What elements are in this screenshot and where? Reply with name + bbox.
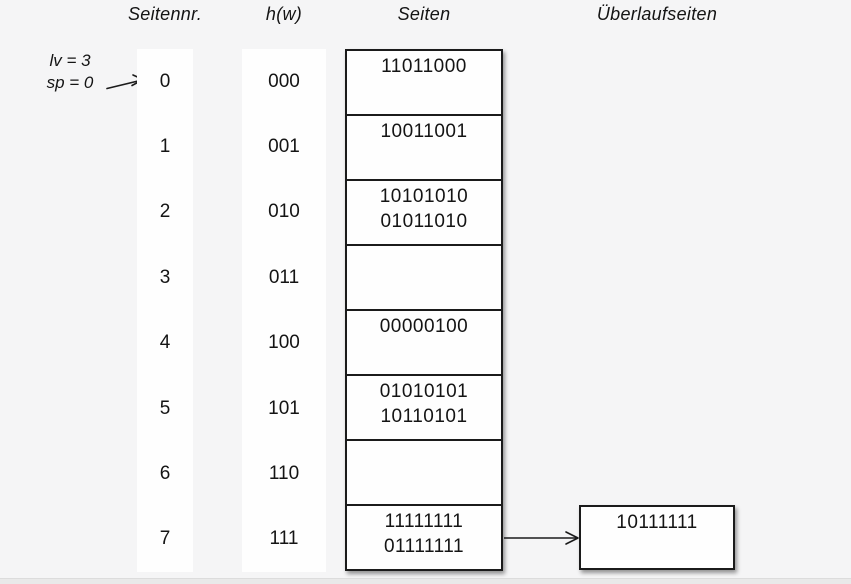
page-entry: 11111111 bbox=[384, 511, 464, 532]
page-cell bbox=[347, 441, 501, 506]
page-number-label: 1 bbox=[159, 136, 171, 158]
page-number-column: 0 1 2 3 4 5 6 7 bbox=[137, 49, 193, 572]
page-number-label: 6 bbox=[159, 462, 171, 484]
page-number-label: 7 bbox=[159, 528, 171, 550]
overflow-page-box: 10111111 bbox=[579, 505, 735, 570]
pages-table: 11011000 10011001 10101010 01011010 00000100… bbox=[345, 49, 503, 571]
page-cell: 10101010 01011010 bbox=[347, 181, 501, 246]
page-entry: 10011001 bbox=[380, 121, 468, 142]
hash-value-label: 001 bbox=[268, 136, 300, 158]
page-number-label: 3 bbox=[159, 266, 171, 288]
page-entry: 01011010 bbox=[380, 211, 468, 232]
page-entry: 01111111 bbox=[383, 536, 465, 557]
page-cell: 00000100 bbox=[347, 311, 501, 376]
hash-value-label: 110 bbox=[268, 462, 300, 484]
page-cell: 11011000 bbox=[347, 51, 501, 116]
column-header-page-number: Seitennr. bbox=[127, 4, 203, 24]
level-value: lv = 3 bbox=[49, 51, 91, 70]
page-entry: 01010101 bbox=[379, 381, 469, 402]
page-number-label: 4 bbox=[159, 332, 171, 354]
page-number-label: 2 bbox=[159, 201, 171, 223]
page-number-label: 0 bbox=[159, 70, 171, 92]
hash-value-label: 011 bbox=[268, 266, 300, 288]
hash-value-label: 100 bbox=[268, 332, 300, 354]
hash-column: 000 001 010 011 100 101 110 111 bbox=[242, 49, 326, 572]
page-entry: 11011000 bbox=[381, 56, 467, 77]
overflow-arrow-icon bbox=[504, 531, 579, 545]
page-number-label: 5 bbox=[159, 397, 171, 419]
split-pointer-value: sp = 0 bbox=[46, 73, 94, 92]
column-header-hash-function: h(w) bbox=[265, 4, 303, 24]
hash-value-label: 010 bbox=[268, 201, 300, 223]
overflow-page-entry: 10111111 bbox=[616, 512, 698, 533]
hash-value-label: 111 bbox=[269, 528, 299, 550]
page-cell: 11111111 01111111 bbox=[347, 506, 501, 569]
page-cell: 10011001 bbox=[347, 116, 501, 181]
column-header-overflow-pages: Überlaufseiten bbox=[596, 4, 718, 24]
page-entry: 00000100 bbox=[379, 316, 469, 337]
page-entry: 10101010 bbox=[379, 186, 469, 207]
state-annotation: lv = 3 sp = 0 bbox=[30, 50, 110, 94]
page-cell bbox=[347, 246, 501, 311]
page-cell: 01010101 10110101 bbox=[347, 376, 501, 441]
hash-value-label: 101 bbox=[268, 397, 300, 419]
hash-value-label: 000 bbox=[268, 70, 300, 92]
bottom-edge-strip bbox=[0, 578, 851, 584]
column-header-pages: Seiten bbox=[397, 4, 451, 24]
page-entry: 10110101 bbox=[380, 406, 468, 427]
